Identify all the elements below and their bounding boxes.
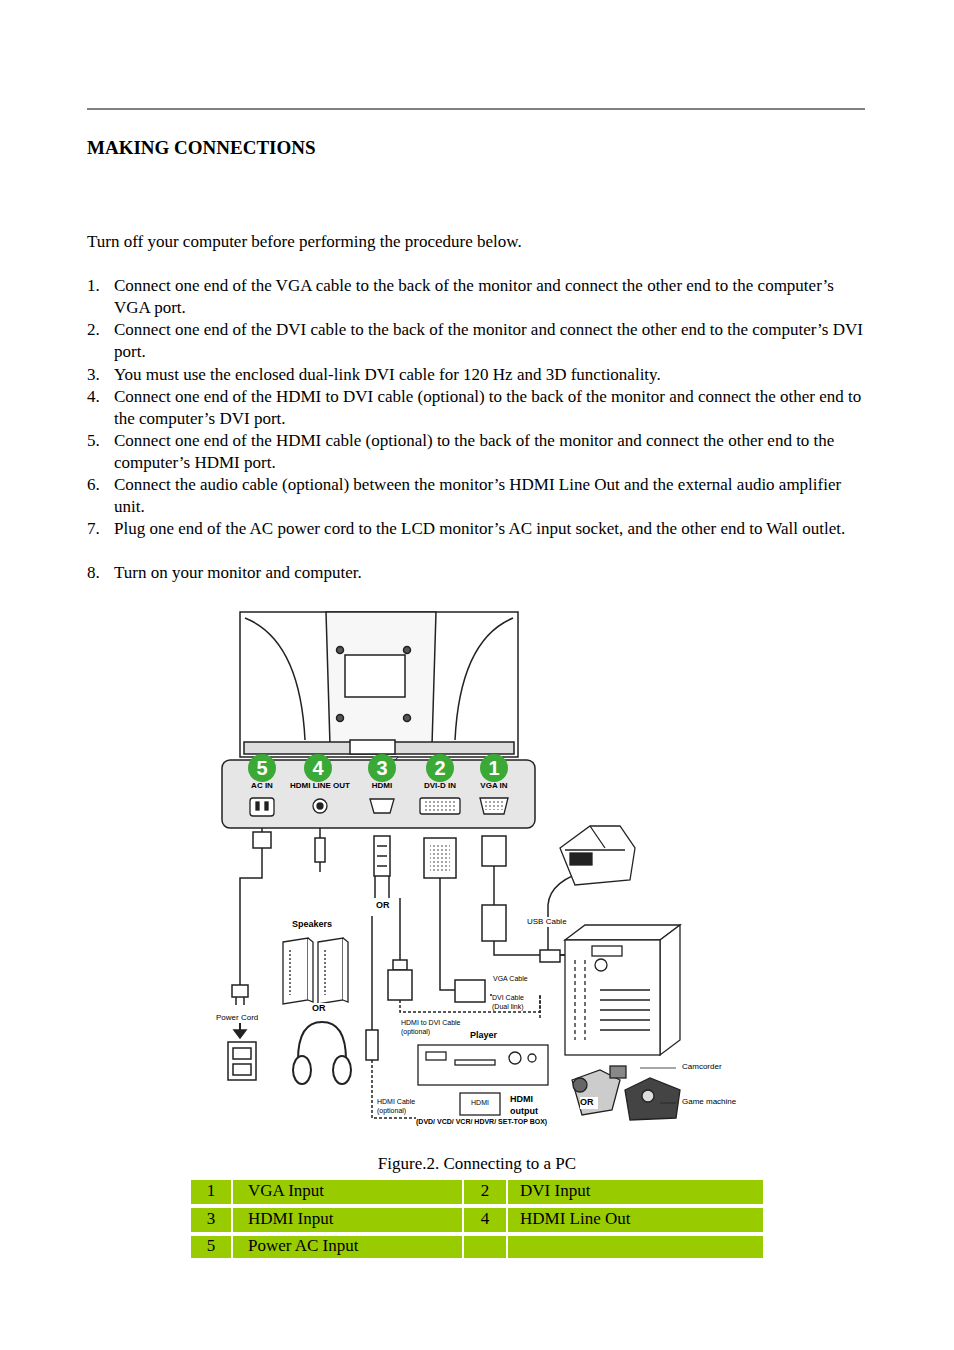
headphones	[293, 1022, 351, 1084]
list-text: Connect one end of the HDMI to DVI cable…	[114, 386, 869, 430]
table-cell: Power AC Input	[248, 1235, 458, 1257]
or-label: OR	[580, 1097, 598, 1109]
table-cell: 1	[191, 1180, 231, 1202]
device-label: Player	[470, 1030, 506, 1042]
or-label: OR	[376, 900, 394, 912]
list-text: Plug one end of the AC power cord to the…	[114, 518, 869, 540]
list-text: You must use the enclosed dual-link DVI …	[114, 364, 869, 386]
list-text: Connect one end of the DVI cable to the …	[114, 319, 869, 363]
camcorder	[572, 1066, 626, 1115]
spec-table	[190, 1179, 764, 1259]
list-number: 5.	[87, 430, 113, 452]
device-label: Speakers	[292, 919, 344, 931]
figure-caption: Figure.2. Connecting to a PC	[277, 1153, 677, 1175]
table-cell: VGA Input	[248, 1180, 458, 1202]
cable-label: USB Cable	[527, 917, 575, 927]
cable-label: HDMI Cable (optional)	[377, 1097, 425, 1115]
speakers	[283, 938, 348, 1004]
list-number: 8.	[87, 562, 113, 584]
device-label: Camcorder	[682, 1062, 738, 1072]
port-label: DVI-D IN	[415, 781, 465, 791]
table-cell: 3	[191, 1208, 231, 1230]
cable-label: VGA Cable	[493, 974, 537, 983]
device-label: Game machine	[682, 1097, 754, 1107]
port-label: HDMI LINE OUT	[284, 781, 356, 791]
table-cell: 5	[191, 1235, 231, 1257]
device-label: HDMI output	[510, 1094, 550, 1117]
list-text: Connect one end of the VGA cable to the …	[114, 275, 869, 319]
list-number: 2.	[87, 319, 113, 341]
monitor-back	[240, 612, 518, 757]
list-number: 6.	[87, 474, 113, 496]
device-label: (DVD/ VCD/ VCR/ HDVR/ SET-TOP BOX)	[416, 1117, 576, 1126]
or-label: OR	[312, 1003, 330, 1015]
port-label: HDMI	[362, 781, 402, 791]
list-number: 1.	[87, 275, 113, 297]
cable-label: HDMI to DVI Cable (optional)	[401, 1018, 473, 1036]
callout-number: 5	[248, 755, 276, 781]
table-cell: DVI Input	[520, 1180, 760, 1202]
device-label: Power Cord	[216, 1013, 266, 1023]
body-text: Turn off your computer before performing…	[87, 231, 867, 253]
port-label: HDMI	[463, 1098, 497, 1107]
callout-number: 1	[480, 755, 508, 781]
page-title: MAKING CONNECTIONS	[87, 136, 587, 161]
game-machine	[625, 1078, 680, 1120]
pc-tower	[565, 925, 680, 1055]
emitter	[560, 826, 635, 885]
list-text: Turn on your monitor and computer.	[114, 562, 869, 584]
port-label: VGA IN	[472, 781, 516, 791]
ports	[250, 798, 508, 816]
port-label: AC IN	[242, 781, 282, 791]
table-cell: 2	[465, 1180, 505, 1202]
table-cell: HDMI Line Out	[520, 1208, 760, 1230]
list-number: 4.	[87, 386, 113, 408]
list-text: Connect one end of the HDMI cable (optio…	[114, 430, 869, 474]
callout-circles	[248, 754, 508, 782]
cable-label: DVI Cable (Dual link)	[492, 993, 538, 1011]
callout-number: 3	[368, 755, 396, 781]
list-number: 7.	[87, 518, 113, 540]
table-cell: 4	[465, 1208, 505, 1230]
list-number: 3.	[87, 364, 113, 386]
callout-number: 2	[426, 755, 454, 781]
callout-number: 4	[304, 755, 332, 781]
cables	[228, 828, 590, 1118]
table-cell: HDMI Input	[248, 1208, 458, 1230]
list-text: Connect the audio cable (optional) betwe…	[114, 474, 869, 518]
